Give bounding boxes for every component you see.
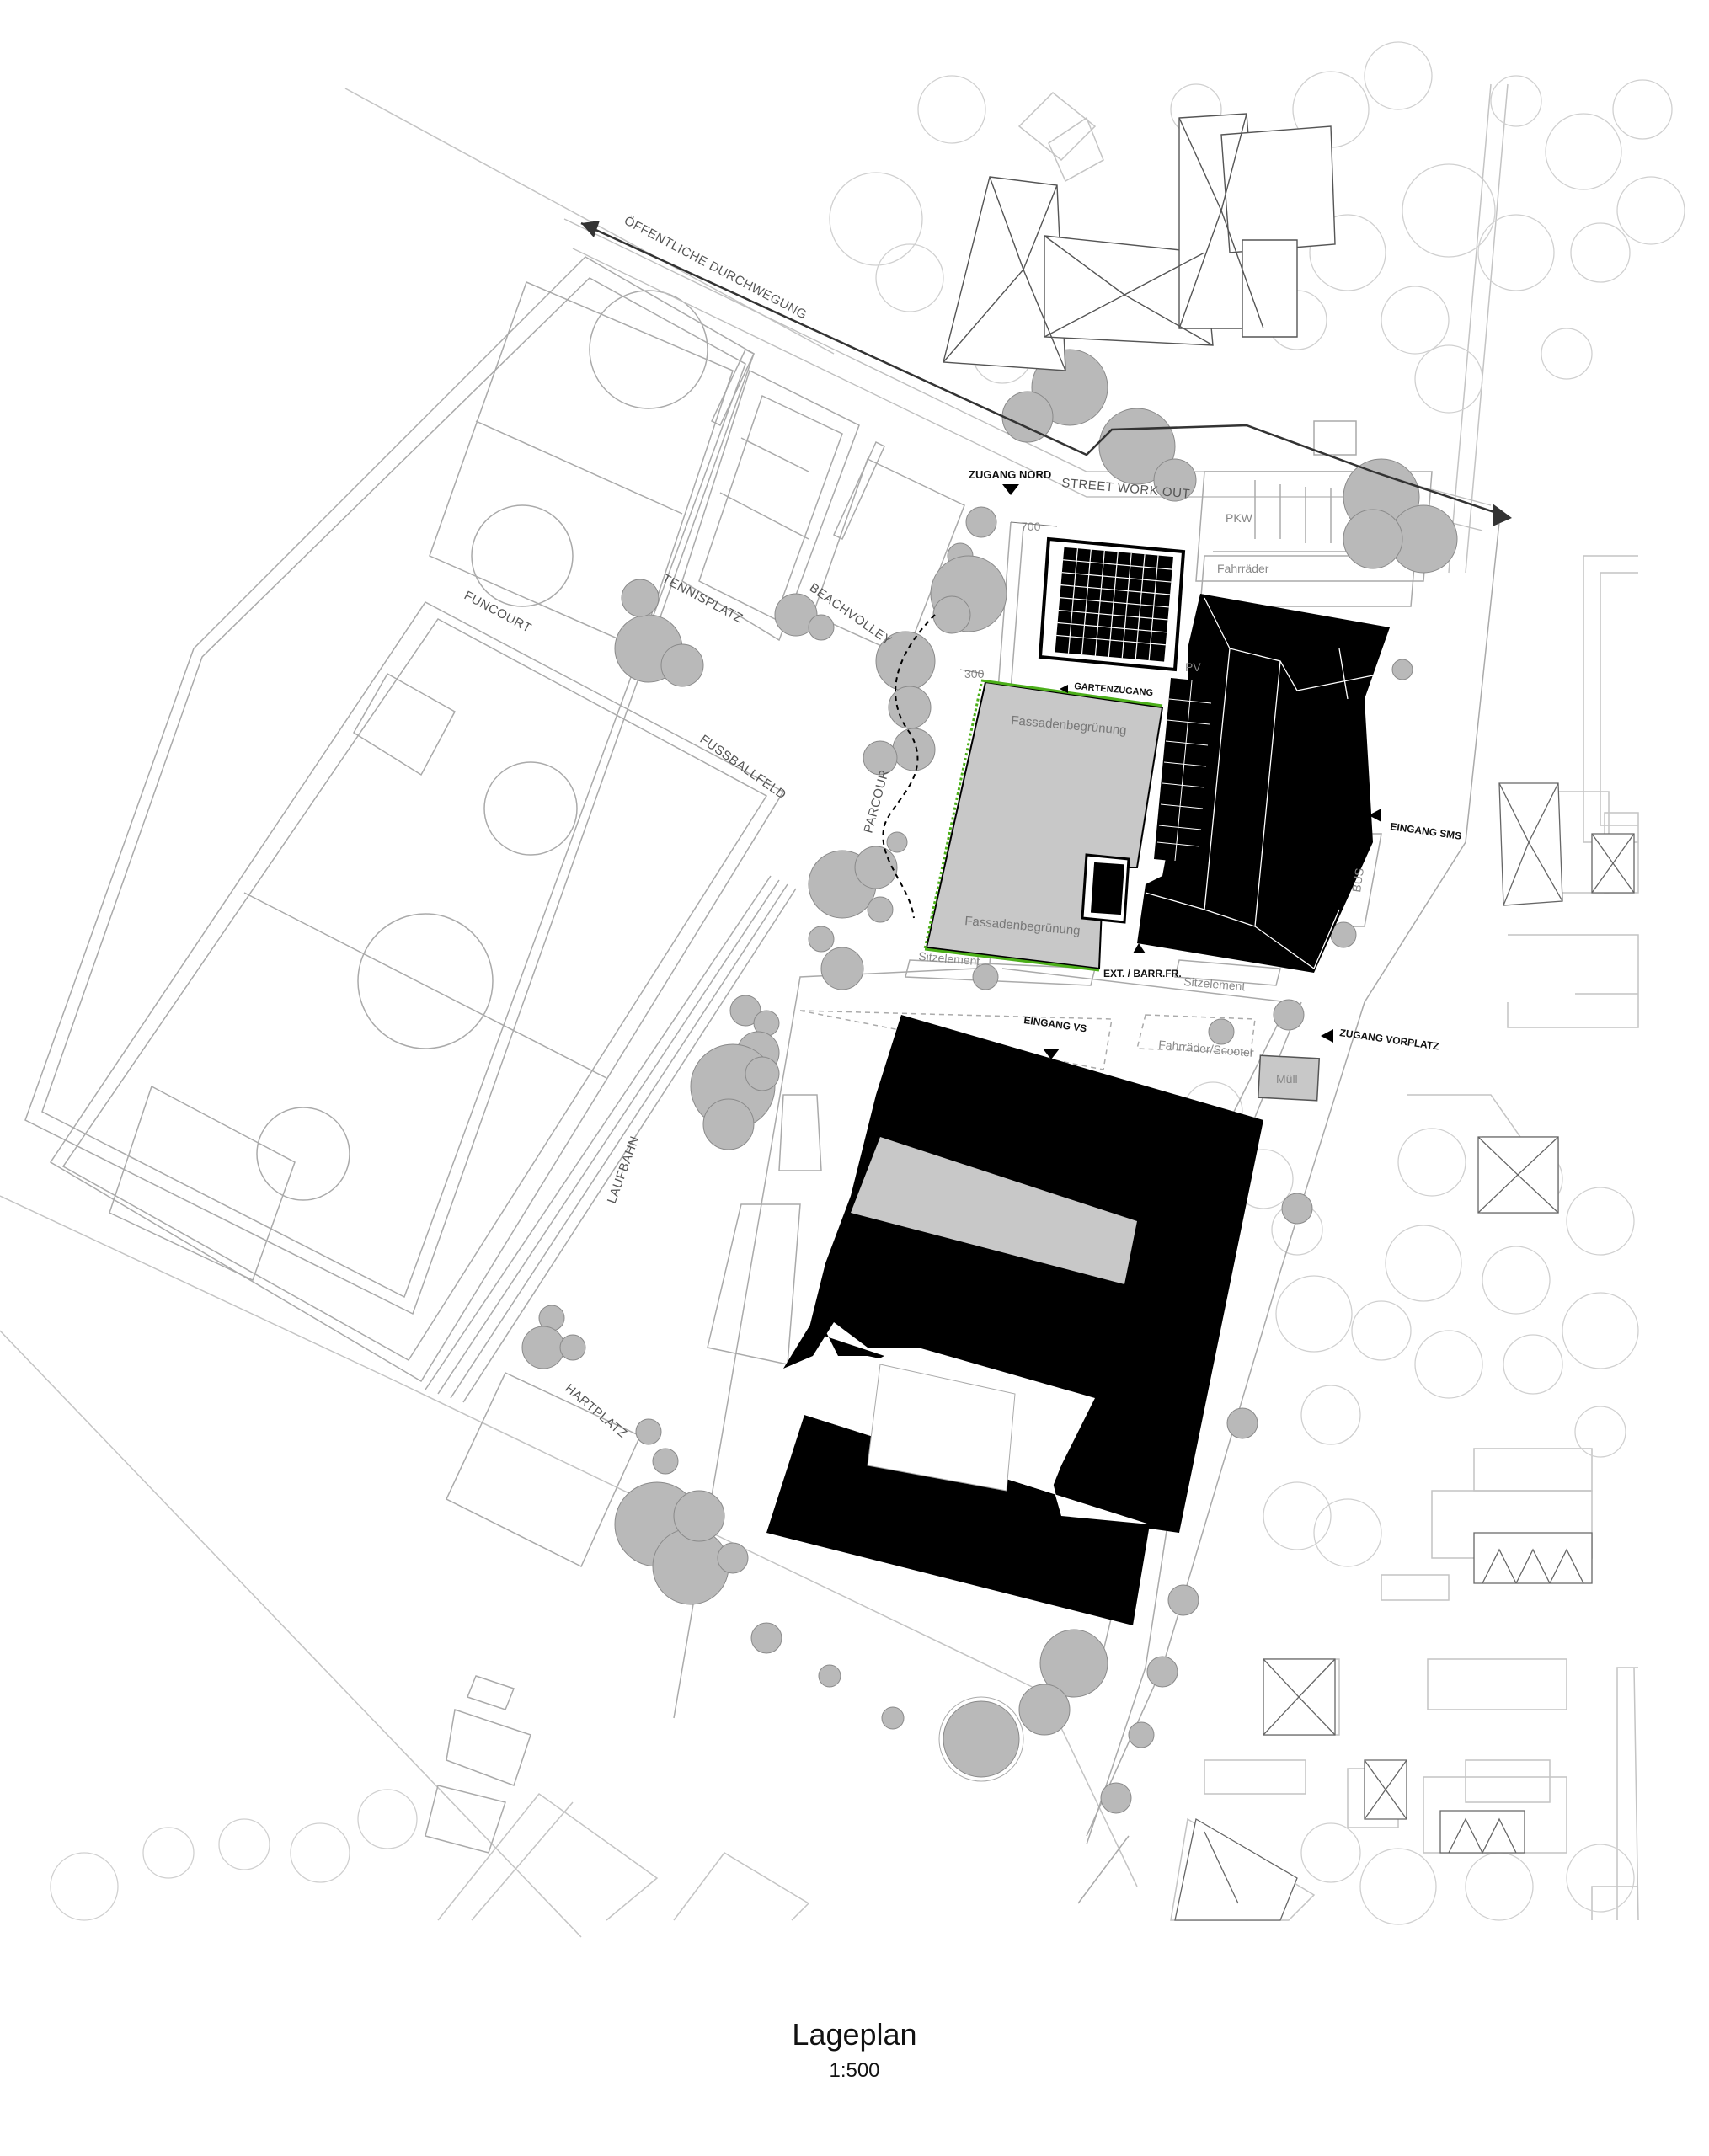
label-dim-700: 700	[1021, 520, 1041, 533]
label-pv: PV	[1185, 660, 1201, 674]
pv-small-panels	[1090, 862, 1125, 915]
label-zugang-vorplatz: ZUGANG VORPLATZ	[1339, 1027, 1440, 1052]
label-zugang-nord: ZUGANG NORD	[969, 468, 1051, 481]
zugang-vorplatz-arrow	[1321, 1029, 1333, 1043]
label-funcourt: FUNCOURT	[462, 589, 534, 636]
label-sitzelement-left: Sitzelement	[918, 949, 980, 968]
label-sitzelement-right: Sitzelement	[1183, 974, 1246, 993]
label-bus: BUS	[1349, 867, 1366, 894]
parcour-path	[882, 614, 936, 919]
label-hartplatz: HARTPLATZ	[562, 1381, 629, 1441]
green-facade-top	[980, 679, 1163, 707]
label-dim-300: 300	[964, 667, 985, 680]
east-houses	[1174, 782, 1635, 1921]
plan-title-block: Lageplan 1:500	[0, 2017, 1709, 2083]
label-tennis: TENNISPLATZ	[660, 572, 745, 627]
building-vs-lower-wing	[766, 1415, 1150, 1625]
sms-door-arrows	[1339, 782, 1359, 825]
label-public-path: ÖFFENTLICHE DURCHWEGUNG	[622, 213, 809, 323]
gartenzugang-arrow	[1060, 685, 1068, 693]
label-muell: Müll	[1276, 1072, 1298, 1086]
context-trees	[50, 41, 1685, 1925]
label-parcour: PARCOUR	[861, 768, 891, 835]
label-fahrraeder: Fahrräder	[1217, 562, 1269, 575]
public-path-arrow	[580, 221, 1500, 515]
pv-panels-top	[1055, 547, 1173, 662]
label-fussball: FUSSBALLFELD	[697, 732, 789, 802]
label-eingang-sms: EINGANG SMS	[1390, 820, 1462, 842]
dimension-lines	[959, 521, 1058, 675]
building-vs-courtyard	[851, 1137, 1137, 1284]
tree-ring-outline	[938, 1696, 1024, 1782]
label-laufbahn: LAUFBAHN	[605, 1134, 643, 1206]
north-houses	[943, 113, 1336, 371]
building-sms-roof	[1145, 597, 1382, 969]
pv-strip-grid	[1156, 680, 1212, 862]
trees	[521, 349, 1458, 1814]
building-vs-opening-top	[867, 1364, 1016, 1492]
sports-area	[24, 256, 965, 1568]
label-ext-barr: EXT. / BARR.FR.	[1103, 968, 1182, 979]
plan-scale: 1:500	[829, 2059, 880, 2082]
zugang-nord-arrow	[1002, 484, 1019, 495]
eingang-sms-arrow	[1369, 808, 1381, 822]
entrance-arrows	[1002, 484, 1381, 1059]
building-vs	[783, 1015, 1263, 1533]
green-facade-bottom	[924, 947, 1100, 972]
plan-title: Lageplan	[792, 2017, 917, 2052]
muell-box	[1257, 1054, 1321, 1102]
path-arrow-left-head	[581, 221, 600, 237]
eingang-vs-arrow	[1043, 1049, 1060, 1059]
path-arrow-right-head	[1493, 504, 1512, 526]
label-pkw: PKW	[1226, 511, 1253, 525]
ext-barr-arrow	[1133, 943, 1146, 953]
label-fahrraeder-scooter: Fahrräder/Scooter	[1158, 1038, 1255, 1059]
